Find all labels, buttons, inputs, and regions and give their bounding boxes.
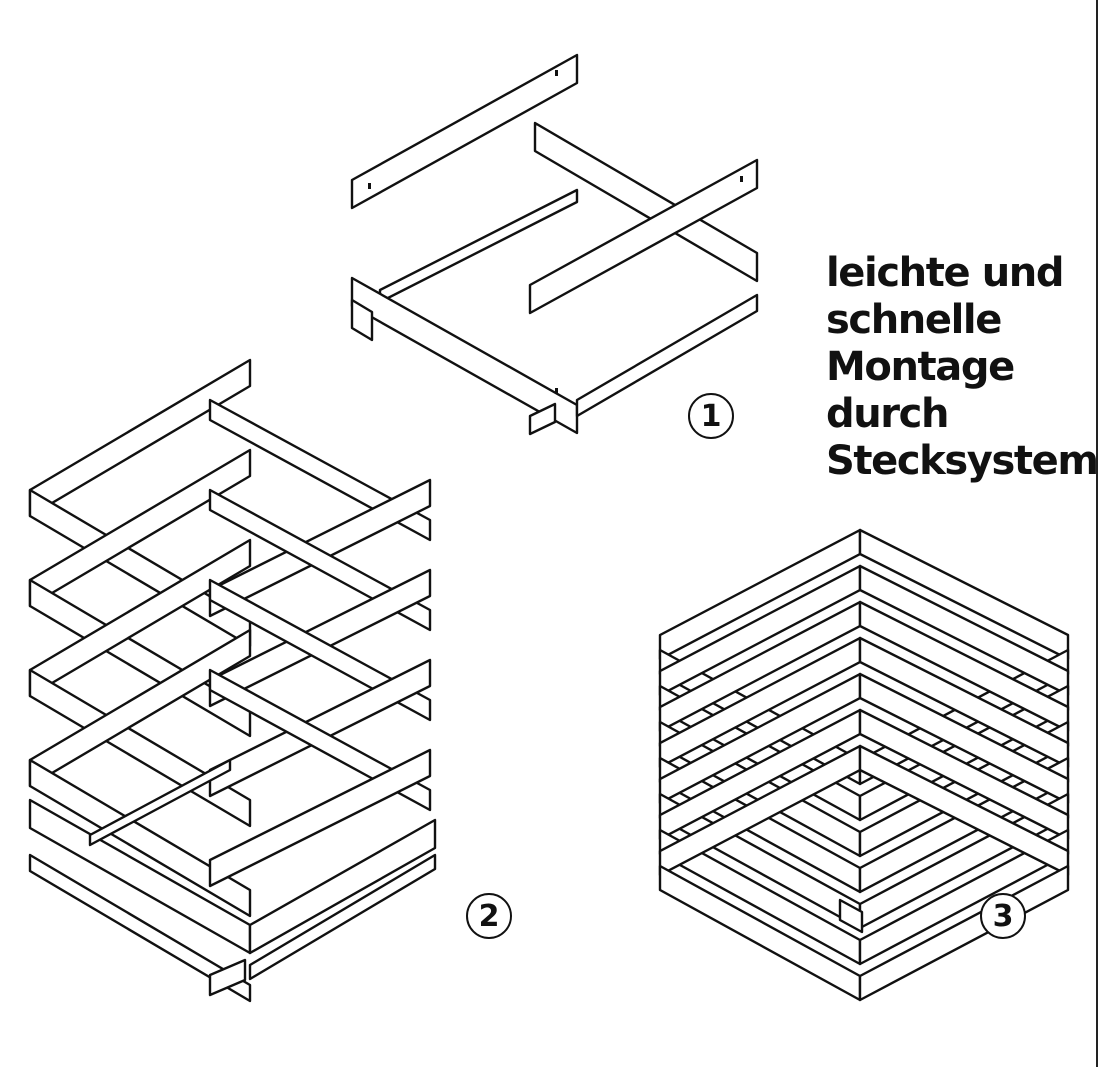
step-2-exploded-stack (28, 358, 437, 1003)
stack-layer-4-front-right (208, 748, 432, 888)
rail-front-right (575, 293, 759, 418)
stack-base-foot (208, 958, 247, 997)
step-1-badge: 1 (688, 393, 734, 439)
caption-line-5: Stecksystem (826, 438, 1099, 484)
stack-base-front-right (248, 818, 437, 955)
caption-text: leichte und schnelle Montage durch Steck… (826, 250, 1099, 485)
step-3-number: 3 (992, 898, 1014, 934)
stack-layer-1-front-right (208, 478, 432, 618)
step-3-badge: 3 (980, 893, 1026, 939)
stack-layer-3-back-right (208, 578, 432, 722)
step-1-boards (350, 53, 759, 436)
stack-layer-2-front-left (28, 578, 252, 738)
caption-line-2: schnelle (826, 297, 1002, 343)
right-edge-line (1096, 0, 1098, 1067)
stack-layer-1-back-right (208, 398, 432, 542)
board-top-left (350, 53, 579, 210)
stack-base-rail-right (248, 853, 437, 981)
slot-1d (740, 176, 743, 182)
stack-layer-4-back-right (208, 668, 432, 812)
stack-layer-2-back-right (208, 488, 432, 632)
step-2-badge: 2 (466, 893, 512, 939)
slot-1c (555, 388, 558, 394)
step-2-number: 2 (478, 898, 500, 934)
stack-layer-3-front-right (208, 658, 432, 798)
caption-line-3: Montage (826, 344, 1015, 390)
stack-layer-2-front-right (208, 568, 432, 708)
slot-1b (555, 70, 558, 76)
board-front-left (350, 276, 579, 435)
caption-line-1: leichte und (826, 250, 1065, 296)
stack-base-rail-left (28, 853, 252, 1003)
board-front-right (528, 158, 759, 315)
box-corner-foot (838, 898, 864, 934)
step-3-assembled-composter (658, 528, 1070, 1002)
board-foot-right (528, 402, 557, 436)
stack-base-back-left (88, 758, 232, 847)
board-foot-left (350, 298, 374, 342)
stack-layer-4-front-left (28, 758, 252, 918)
caption-line-4: durch (826, 391, 949, 437)
step-1-number: 1 (700, 398, 722, 434)
slot-1a (368, 183, 371, 189)
